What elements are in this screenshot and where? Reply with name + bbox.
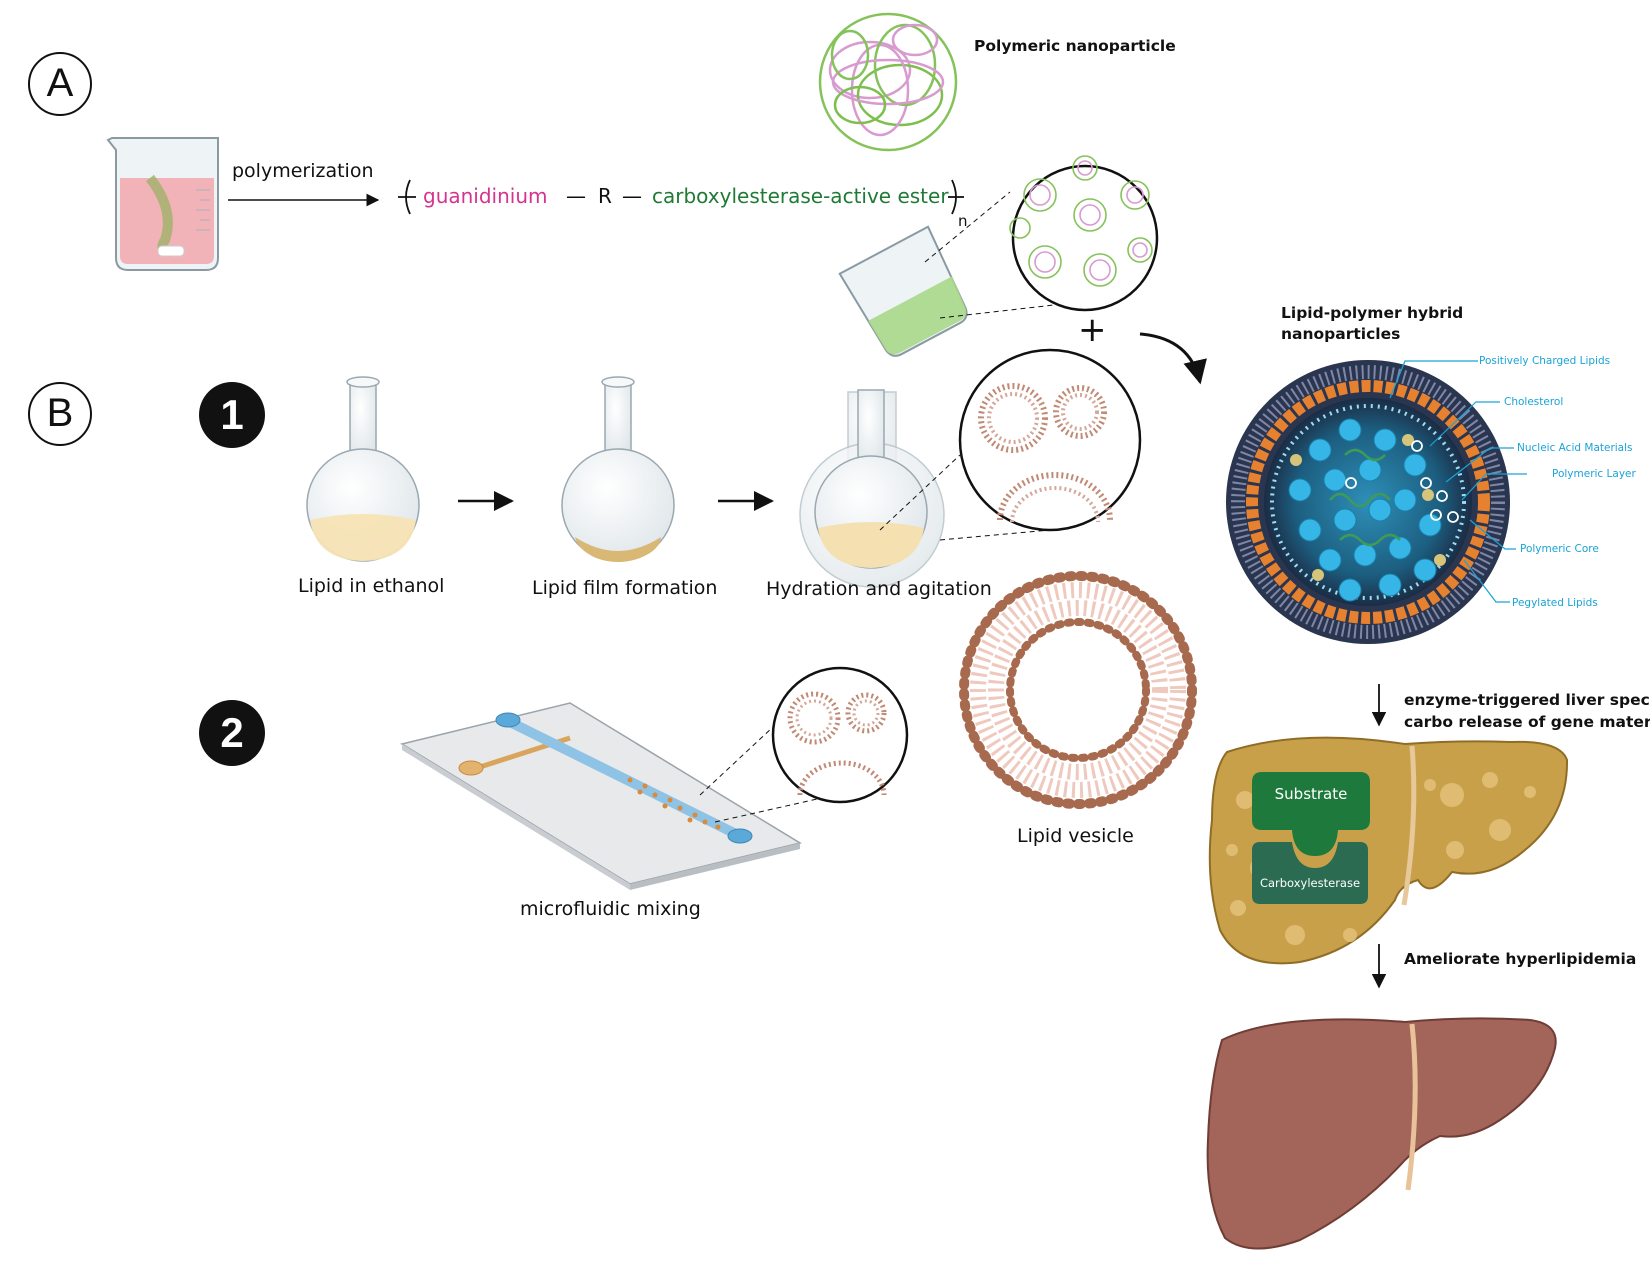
- flask-hydration-icon: [799, 389, 945, 588]
- polymeric-nanoparticle-icon: [818, 12, 958, 152]
- enzyme-substrate-icon: [1252, 772, 1370, 904]
- part-polymeric-layer: Polymeric Layer: [1552, 468, 1636, 480]
- step-2-marker: 2: [199, 700, 265, 766]
- healthy-liver-icon: [1206, 1017, 1557, 1250]
- microfluidic-mixing-label: microfluidic mixing: [520, 898, 701, 920]
- lipid-in-ethanol-label: Lipid in ethanol: [298, 575, 445, 597]
- pouring-beaker-icon: [838, 225, 968, 357]
- microfluidic-chip-icon: [400, 702, 802, 890]
- formula-dash-2: —: [622, 184, 642, 208]
- formula-dash-1: —: [566, 184, 586, 208]
- nanoparticle-zoom-circle: [924, 155, 1159, 319]
- formula-guanidinium: guanidinium: [423, 184, 548, 208]
- hybrid-title-line1: Lipid-polymer hybrid: [1281, 304, 1464, 322]
- polymerization-label: polymerization: [232, 160, 374, 182]
- hybrid-leader-lines: [1389, 360, 1527, 603]
- microfluidic-zoom-circle: [699, 666, 909, 823]
- enzyme-trigger-line1: enzyme-triggered liver specific: [1404, 691, 1650, 709]
- substrate-label: Substrate: [1274, 785, 1348, 803]
- hybrid-nanoparticle-icon: [1226, 360, 1510, 644]
- step-1-marker: 1: [199, 382, 265, 448]
- polymeric-nanoparticle-label: Polymeric nanoparticle: [974, 37, 1176, 55]
- formula-r-group: R: [598, 184, 612, 208]
- formula-subscript: n: [958, 212, 968, 230]
- lipid-vesicle-icon: [959, 571, 1197, 809]
- hydration-agitation-label: Hydration and agitation: [766, 578, 992, 600]
- carboxylesterase-label: Carboxylesterase: [1259, 876, 1361, 890]
- part-nucleic-acid-materials: Nucleic Acid Materials: [1517, 442, 1633, 454]
- formula-ester: carboxylesterase-active ester: [652, 184, 949, 208]
- plus-sign: +: [1078, 310, 1107, 350]
- part-pegylated-lipids: Pegylated Lipids: [1512, 597, 1598, 609]
- enzyme-trigger-line2: carbo release of gene materials: [1404, 713, 1650, 731]
- section-b-marker: B: [28, 382, 92, 446]
- section-a-marker: A: [28, 52, 92, 116]
- to-hybrid-arrow: [1139, 332, 1207, 385]
- part-cholesterol: Cholesterol: [1504, 396, 1564, 408]
- lipid-vesicle-label: Lipid vesicle: [1017, 825, 1134, 847]
- vesicle-zoom-circle: [879, 348, 1142, 541]
- part-polymeric-core: Polymeric Core: [1520, 543, 1599, 555]
- part-positively-charged-lipids: Positively Charged Lipids: [1479, 355, 1611, 367]
- formula-brackets: [398, 179, 964, 215]
- flask-lipid-film-icon: [561, 376, 675, 562]
- lipid-film-formation-label: Lipid film formation: [532, 577, 718, 599]
- flask-lipid-ethanol-icon: [306, 376, 420, 562]
- ameliorate-label: Ameliorate hyperlipidemia: [1404, 950, 1637, 968]
- beaker-icon: [106, 137, 219, 271]
- hybrid-title-line2: nanoparticles: [1281, 325, 1401, 343]
